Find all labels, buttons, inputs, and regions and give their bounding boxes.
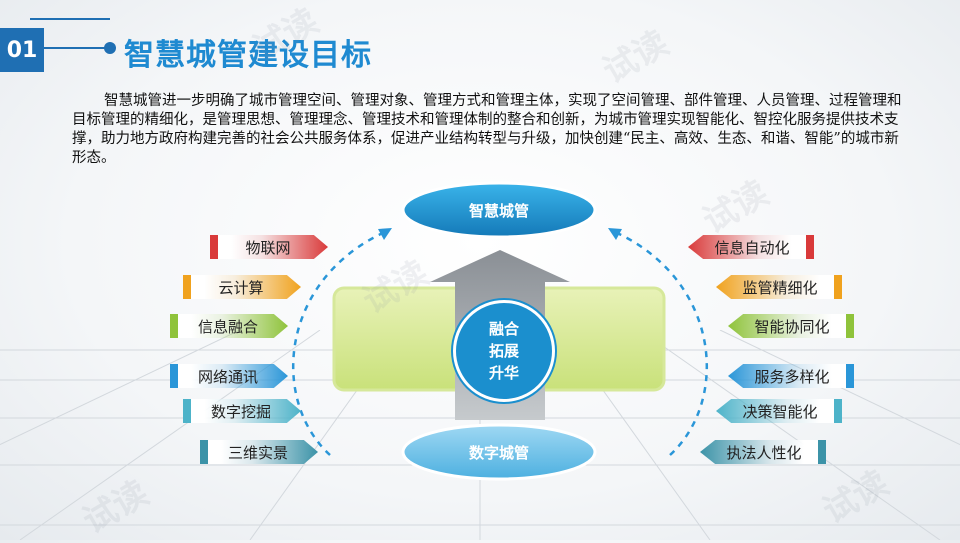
center-label-2: 拓展 xyxy=(488,342,519,360)
left-tag: 数字挖掘 xyxy=(183,399,301,423)
left-tag: 三维实景 xyxy=(200,440,318,464)
center-circle: 融合 拓展 升华 xyxy=(453,300,555,402)
smart-city-management-node: 智慧城管 xyxy=(468,201,529,220)
header-rule xyxy=(44,47,108,49)
right-cycle-arc xyxy=(614,230,709,456)
digital-city-management-node: 数字城管 xyxy=(468,443,529,462)
center-label-1: 融合 xyxy=(488,320,519,338)
right-tag: 执法人性化 xyxy=(700,440,826,464)
bottom-ellipse-shape xyxy=(401,423,597,481)
left-tag: 网络通讯 xyxy=(170,364,288,388)
header-rule-dot xyxy=(104,42,116,54)
right-tag: 监管精细化 xyxy=(716,275,842,299)
page-title: 智慧城管建设目标 xyxy=(124,38,372,73)
intro-paragraph: 智慧城管进一步明确了城市管理空间、管理对象、管理方式和管理主体，实现了空间管理、… xyxy=(72,93,902,166)
right-tag: 服务多样化 xyxy=(728,364,854,388)
right-tag: 智能协同化 xyxy=(728,314,854,338)
center-label-3: 升华 xyxy=(488,364,519,382)
section-number-badge: 01 xyxy=(0,28,44,72)
right-tag: 决策智能化 xyxy=(716,399,842,423)
top-ellipse-shape xyxy=(401,181,597,239)
right-tag: 信息自动化 xyxy=(688,235,814,259)
left-tag: 信息融合 xyxy=(170,314,288,338)
left-arc-arrowhead xyxy=(378,228,392,240)
right-arc-arrowhead xyxy=(608,228,622,240)
header-frame xyxy=(30,18,110,74)
left-cycle-arc xyxy=(291,230,386,456)
left-tag: 云计算 xyxy=(183,275,301,299)
left-tag: 物联网 xyxy=(210,235,328,259)
